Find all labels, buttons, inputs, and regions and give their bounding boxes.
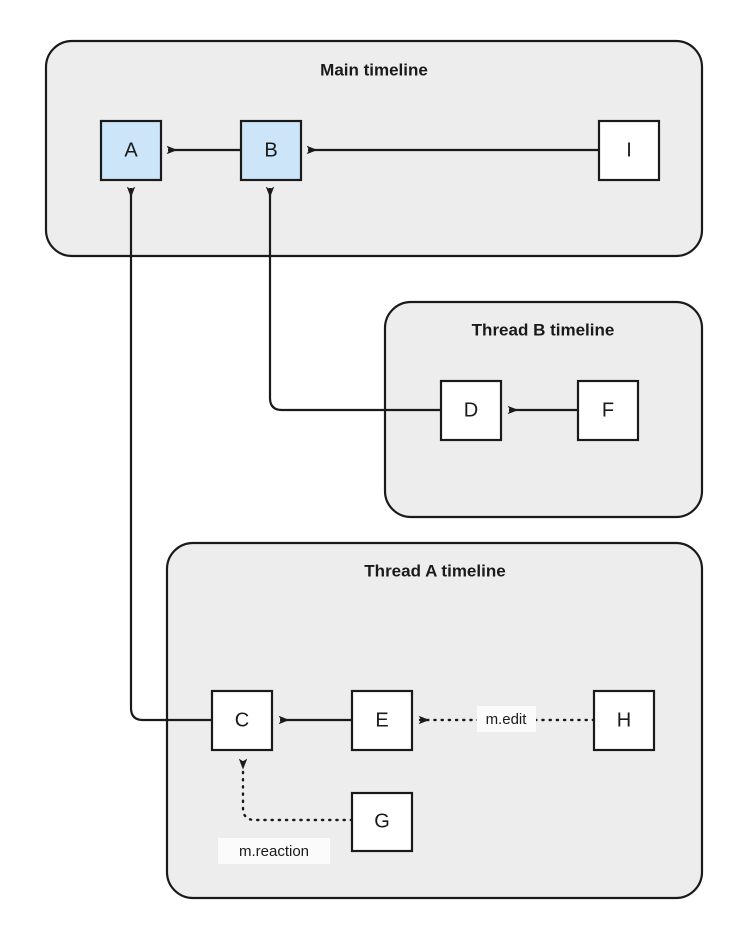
group-thread-b-timeline-title: Thread B timeline xyxy=(472,320,615,339)
node-f-label: F xyxy=(602,399,614,421)
node-h-box[interactable] xyxy=(592,689,656,752)
node-a[interactable]: A xyxy=(99,119,163,182)
edge-label-m-reaction-background xyxy=(218,838,330,864)
edge-d-to-b xyxy=(265,186,441,412)
node-h[interactable]: H xyxy=(592,689,656,752)
group-main-timeline-title: Main timeline xyxy=(320,60,428,79)
node-e-label: E xyxy=(375,709,388,731)
node-g-label: G xyxy=(374,810,390,832)
node-i[interactable]: I xyxy=(597,119,661,182)
node-i-label: I xyxy=(626,139,632,161)
node-d-box[interactable] xyxy=(439,379,503,442)
edge-label-m-reaction: m.reaction xyxy=(239,843,309,860)
group-thread-a-timeline-title: Thread A timeline xyxy=(364,561,505,580)
node-i-box[interactable] xyxy=(597,119,661,182)
node-c-box[interactable] xyxy=(210,689,274,752)
node-e-box[interactable] xyxy=(350,689,414,752)
node-b[interactable]: B xyxy=(239,119,303,182)
edge-label-m-edit: m.edit xyxy=(486,711,528,728)
node-b-label: B xyxy=(264,139,277,161)
node-c[interactable]: C xyxy=(210,689,274,752)
node-b-box[interactable] xyxy=(239,119,303,182)
node-d-label: D xyxy=(464,399,478,421)
group-main-timeline-box xyxy=(44,39,704,258)
edge-label-m-edit-background xyxy=(477,706,536,732)
edge-c-to-a xyxy=(126,186,212,722)
group-main-timeline: Main timeline xyxy=(44,39,704,258)
node-c-label: C xyxy=(235,709,249,731)
node-d[interactable]: D xyxy=(439,379,503,442)
node-e[interactable]: E xyxy=(350,689,414,752)
node-f[interactable]: F xyxy=(576,379,640,442)
edge-g-to-c xyxy=(238,758,354,822)
node-f-box[interactable] xyxy=(576,379,640,442)
node-h-label: H xyxy=(617,709,631,731)
node-g[interactable]: G xyxy=(350,791,414,853)
node-a-label: A xyxy=(124,139,138,161)
node-g-box[interactable] xyxy=(350,791,414,853)
node-a-box[interactable] xyxy=(99,119,163,182)
